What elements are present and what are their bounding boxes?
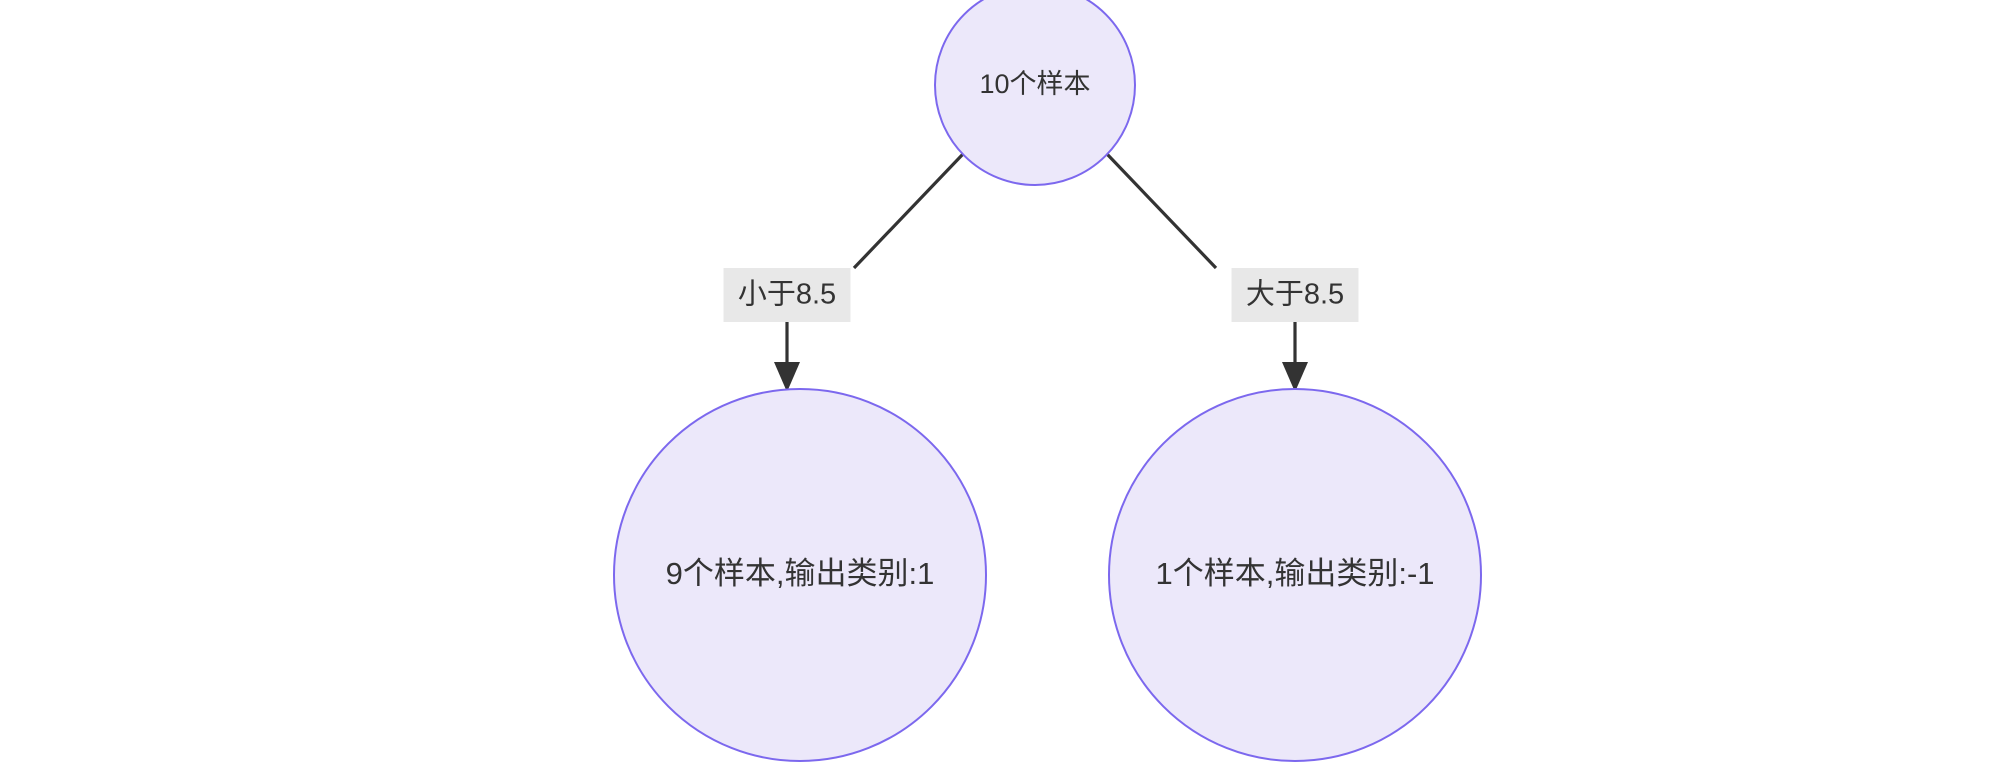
node-right-leaf-label: 1个样本,输出类别:-1 [1155, 556, 1434, 591]
edge-left[interactable] [774, 152, 965, 392]
node-left-leaf[interactable]: 9个样本,输出类别:1 [613, 388, 987, 762]
node-left-leaf-label: 9个样本,输出类别:1 [666, 556, 935, 591]
edge-label-right-background [1231, 268, 1359, 322]
node-right-leaf-circle [1108, 388, 1482, 762]
node-root-circle [934, 0, 1136, 186]
edge-label-left-text: 小于8.5 [738, 279, 836, 311]
edge-left-arrowhead [774, 362, 800, 392]
edge-label-right[interactable]: 大于8.5 [1231, 268, 1359, 322]
node-right-leaf[interactable]: 1个样本,输出类别:-1 [1108, 388, 1482, 762]
edge-right[interactable] [1105, 152, 1308, 392]
node-left-leaf-circle [613, 388, 987, 762]
node-root-label: 10个样本 [979, 69, 1090, 99]
node-root[interactable]: 10个样本 [934, 0, 1136, 186]
edge-right-arrowhead [1282, 362, 1308, 392]
edge-right-diagonal [1105, 152, 1218, 270]
edge-label-right-text: 大于8.5 [1246, 278, 1344, 311]
edge-label-left[interactable]: 小于8.5 [723, 268, 851, 322]
edge-left-diagonal [852, 152, 965, 270]
edge-label-left-background [723, 268, 851, 322]
